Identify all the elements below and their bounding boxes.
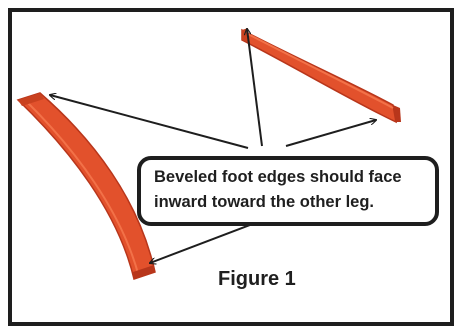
callout-box: Beveled foot edges should face inward to… [137, 156, 439, 226]
arrow-right-leg-top [247, 29, 263, 147]
arrow-left-leg-edge [50, 95, 249, 149]
arrow-left-leg-foot [150, 222, 256, 263]
figure-caption: Figure 1 [218, 268, 296, 290]
arrow-right-leg-foot [285, 120, 376, 147]
callout-line-1: Beveled foot edges should face [154, 168, 402, 186]
right-leg-piece [241, 28, 401, 124]
left-leg-piece [16, 92, 156, 280]
pointer-arrows [50, 29, 376, 263]
callout-line-2: inward toward the other leg. [154, 193, 375, 211]
figure-frame [8, 8, 454, 326]
